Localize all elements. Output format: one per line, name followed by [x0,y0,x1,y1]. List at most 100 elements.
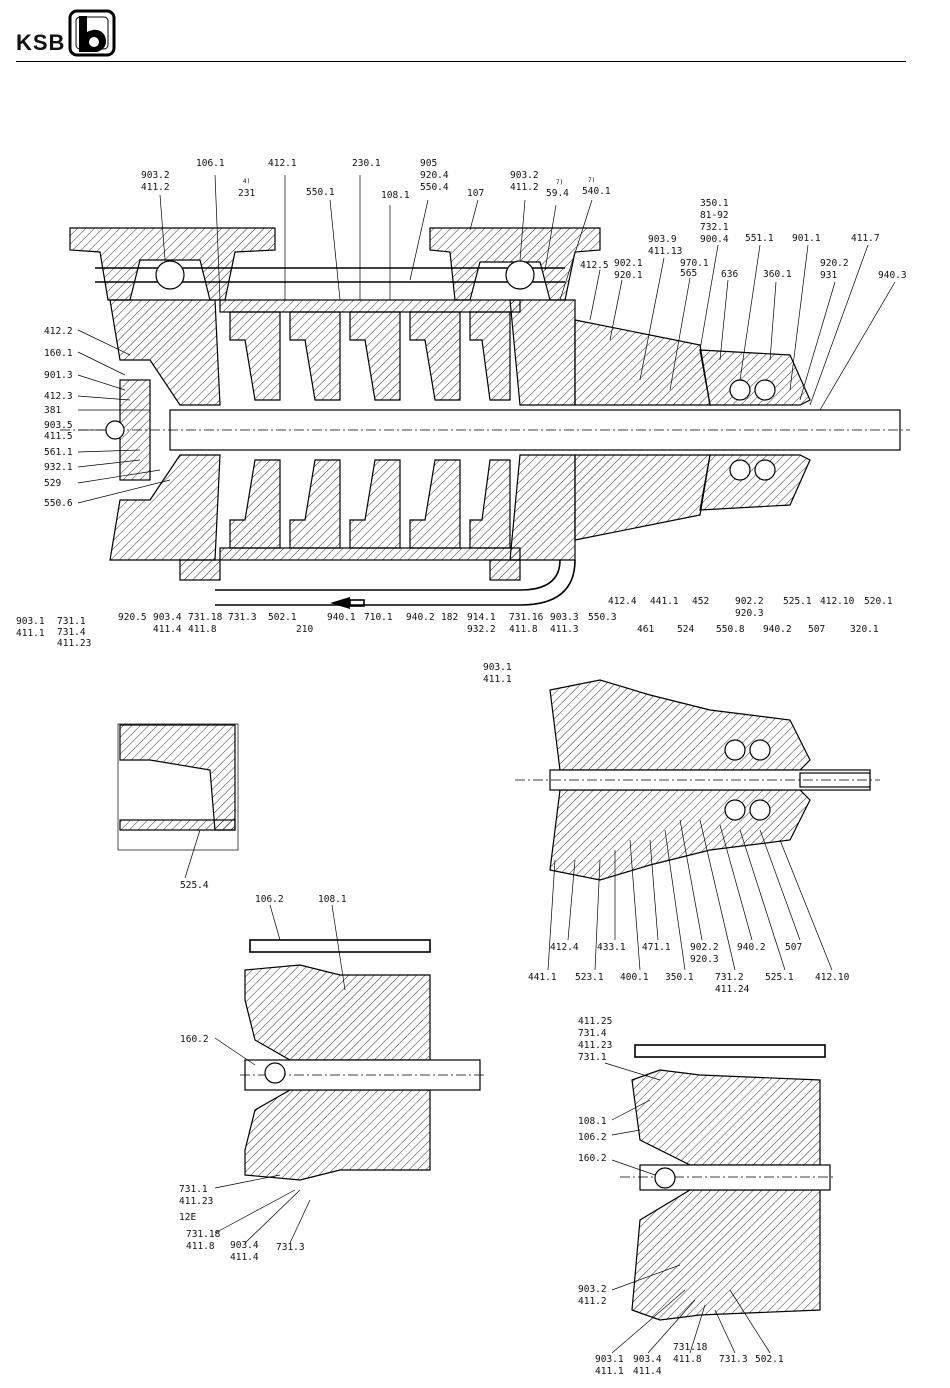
detail-c-leader-lines [214,904,346,1244]
label-part: 231 [238,188,255,199]
label-part: 902.1 [614,258,643,269]
label-part: 731.1 [578,1052,607,1063]
label-part: 731.3 [276,1242,305,1253]
label-part: 106.2 [255,894,284,905]
page-header: KSB [0,0,950,70]
detail-d-view [620,1044,835,1321]
label-part: 903.1 [483,662,512,673]
label-part: 905 [420,158,437,169]
label-part: 108.1 [578,1116,607,1127]
label-part: 903.4 [230,1240,259,1251]
label-part: 940.2 [763,624,792,635]
label-part: 931 [820,270,837,281]
label-part: 731.18 [673,1342,708,1353]
label-part: 411.1 [16,628,45,639]
label-part: 970.1 [680,258,709,269]
ksb-wordmark: KSB [16,30,66,55]
label-part: 381 [44,405,61,416]
label-part: 903.2 [510,170,539,181]
label-part: 471.1 [642,942,671,953]
label-part: 452 [692,596,709,607]
label-part: 182 [441,612,458,623]
label-part: 550.4 [420,182,449,193]
label-part: 412.3 [44,391,73,402]
label-part: 901.3 [44,370,73,381]
label-part: 59.4 [546,188,569,199]
label-part: 901.1 [792,233,821,244]
label-part: 350.1 [700,198,729,209]
label-part: 903.4 [153,612,182,623]
label-footnote: 7) [588,177,595,184]
label-part: 160.1 [44,348,73,359]
label-part: 731.1 [179,1184,208,1195]
label-part: 210 [296,624,313,635]
label-part: 320.1 [850,624,879,635]
label-part: 920.5 [118,612,147,623]
label-part: 441.1 [528,972,557,983]
label-part: 507 [785,942,802,953]
label-part: 360.1 [763,269,792,280]
label-part: 550.6 [44,498,73,509]
label-part: 932.2 [467,624,496,635]
label-part: 903.9 [648,234,677,245]
label-part: 731.2 [715,972,744,983]
label-part: 524 [677,624,694,635]
label-part: 412.4 [608,596,637,607]
label-part: 561.1 [44,447,73,458]
label-part: 551.1 [745,233,774,244]
label-part: 731.18 [188,612,223,623]
label-part: 732.1 [700,222,729,233]
label-part: 940.2 [406,612,435,623]
label-part: 411.23 [57,638,91,649]
label-part: 902.2 [690,942,719,953]
label-part: 411.25 [578,1016,612,1027]
label-part: 411.2 [141,182,170,193]
label-part: 502.1 [268,612,297,623]
detail-b-leader-lines [547,819,833,971]
label-part: 540.1 [582,186,611,197]
label-part: 108.1 [318,894,347,905]
label-part: 550.8 [716,624,745,635]
label-part: 550.1 [306,187,335,198]
label-part: 940.2 [737,942,766,953]
label-part: 411.13 [648,246,682,257]
label-part: 106.1 [196,158,225,169]
label-part: 106.2 [578,1132,607,1143]
label-part: 731.16 [509,612,544,623]
label-part: 502.1 [755,1354,784,1365]
label-part: 920.3 [735,608,764,619]
label-part: 411.24 [715,984,750,995]
label-part: 160.2 [180,1034,209,1045]
label-part: 412.10 [815,972,850,983]
label-part: 412.10 [820,596,855,607]
label-part: 411.8 [186,1241,215,1252]
label-part: 636 [721,269,738,280]
label-part: 903.1 [16,616,45,627]
label-part: 525.1 [765,972,794,983]
label-part: 731.3 [228,612,257,623]
detail-b-view [515,679,880,881]
label-part: 230.1 [352,158,381,169]
label-part: 411.23 [578,1040,612,1051]
label-part: 12E [179,1212,196,1223]
label-part: 525.4 [180,880,209,891]
label-part: 731.18 [186,1229,221,1240]
label-part: 520.1 [864,596,893,607]
header-rule [16,61,906,62]
label-part: 412.4 [550,942,579,953]
label-part: 400.1 [620,972,649,983]
label-part: 940.1 [327,612,356,623]
label-part: 900.4 [700,234,729,245]
label-part: 920.4 [420,170,449,181]
label-part: 902.2 [735,596,764,607]
label-part: 731.3 [719,1354,748,1365]
label-part: 523.1 [575,972,604,983]
label-part: 731.4 [57,627,86,638]
label-part: 529 [44,478,61,489]
label-part: 411.4 [230,1252,259,1263]
label-part: 411.3 [550,624,579,635]
label-part: 903.1 [595,1354,624,1365]
ksb-logo-icon [68,9,116,57]
label-footnote: 7) [556,179,563,186]
main-leader-lines [77,174,896,504]
